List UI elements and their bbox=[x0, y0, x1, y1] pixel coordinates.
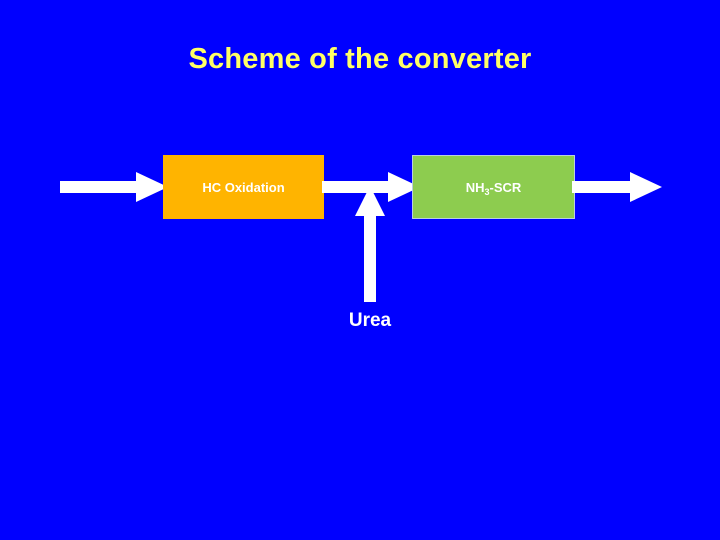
page-title: Scheme of the converter bbox=[188, 43, 532, 75]
process-box-hc-oxidation-label: HC Oxidation bbox=[202, 179, 285, 195]
process-box-nh3-scr-label: NH3-SCR bbox=[465, 179, 522, 197]
arrow-middle-icon bbox=[322, 170, 420, 204]
nh3-scr-label-tail: -SCR bbox=[489, 179, 522, 195]
urea-caption: Urea bbox=[348, 310, 392, 331]
nh3-scr-label-subscript: 3 bbox=[484, 186, 490, 197]
nh3-scr-label-main: NH bbox=[465, 179, 485, 195]
arrow-outlet-icon bbox=[572, 170, 662, 204]
process-box-hc-oxidation[interactable]: HC Oxidation bbox=[163, 155, 324, 219]
arrow-inlet-icon bbox=[60, 170, 168, 204]
arrow-urea-injection-icon bbox=[352, 186, 388, 302]
process-box-nh3-scr[interactable]: NH3-SCR bbox=[412, 155, 575, 219]
